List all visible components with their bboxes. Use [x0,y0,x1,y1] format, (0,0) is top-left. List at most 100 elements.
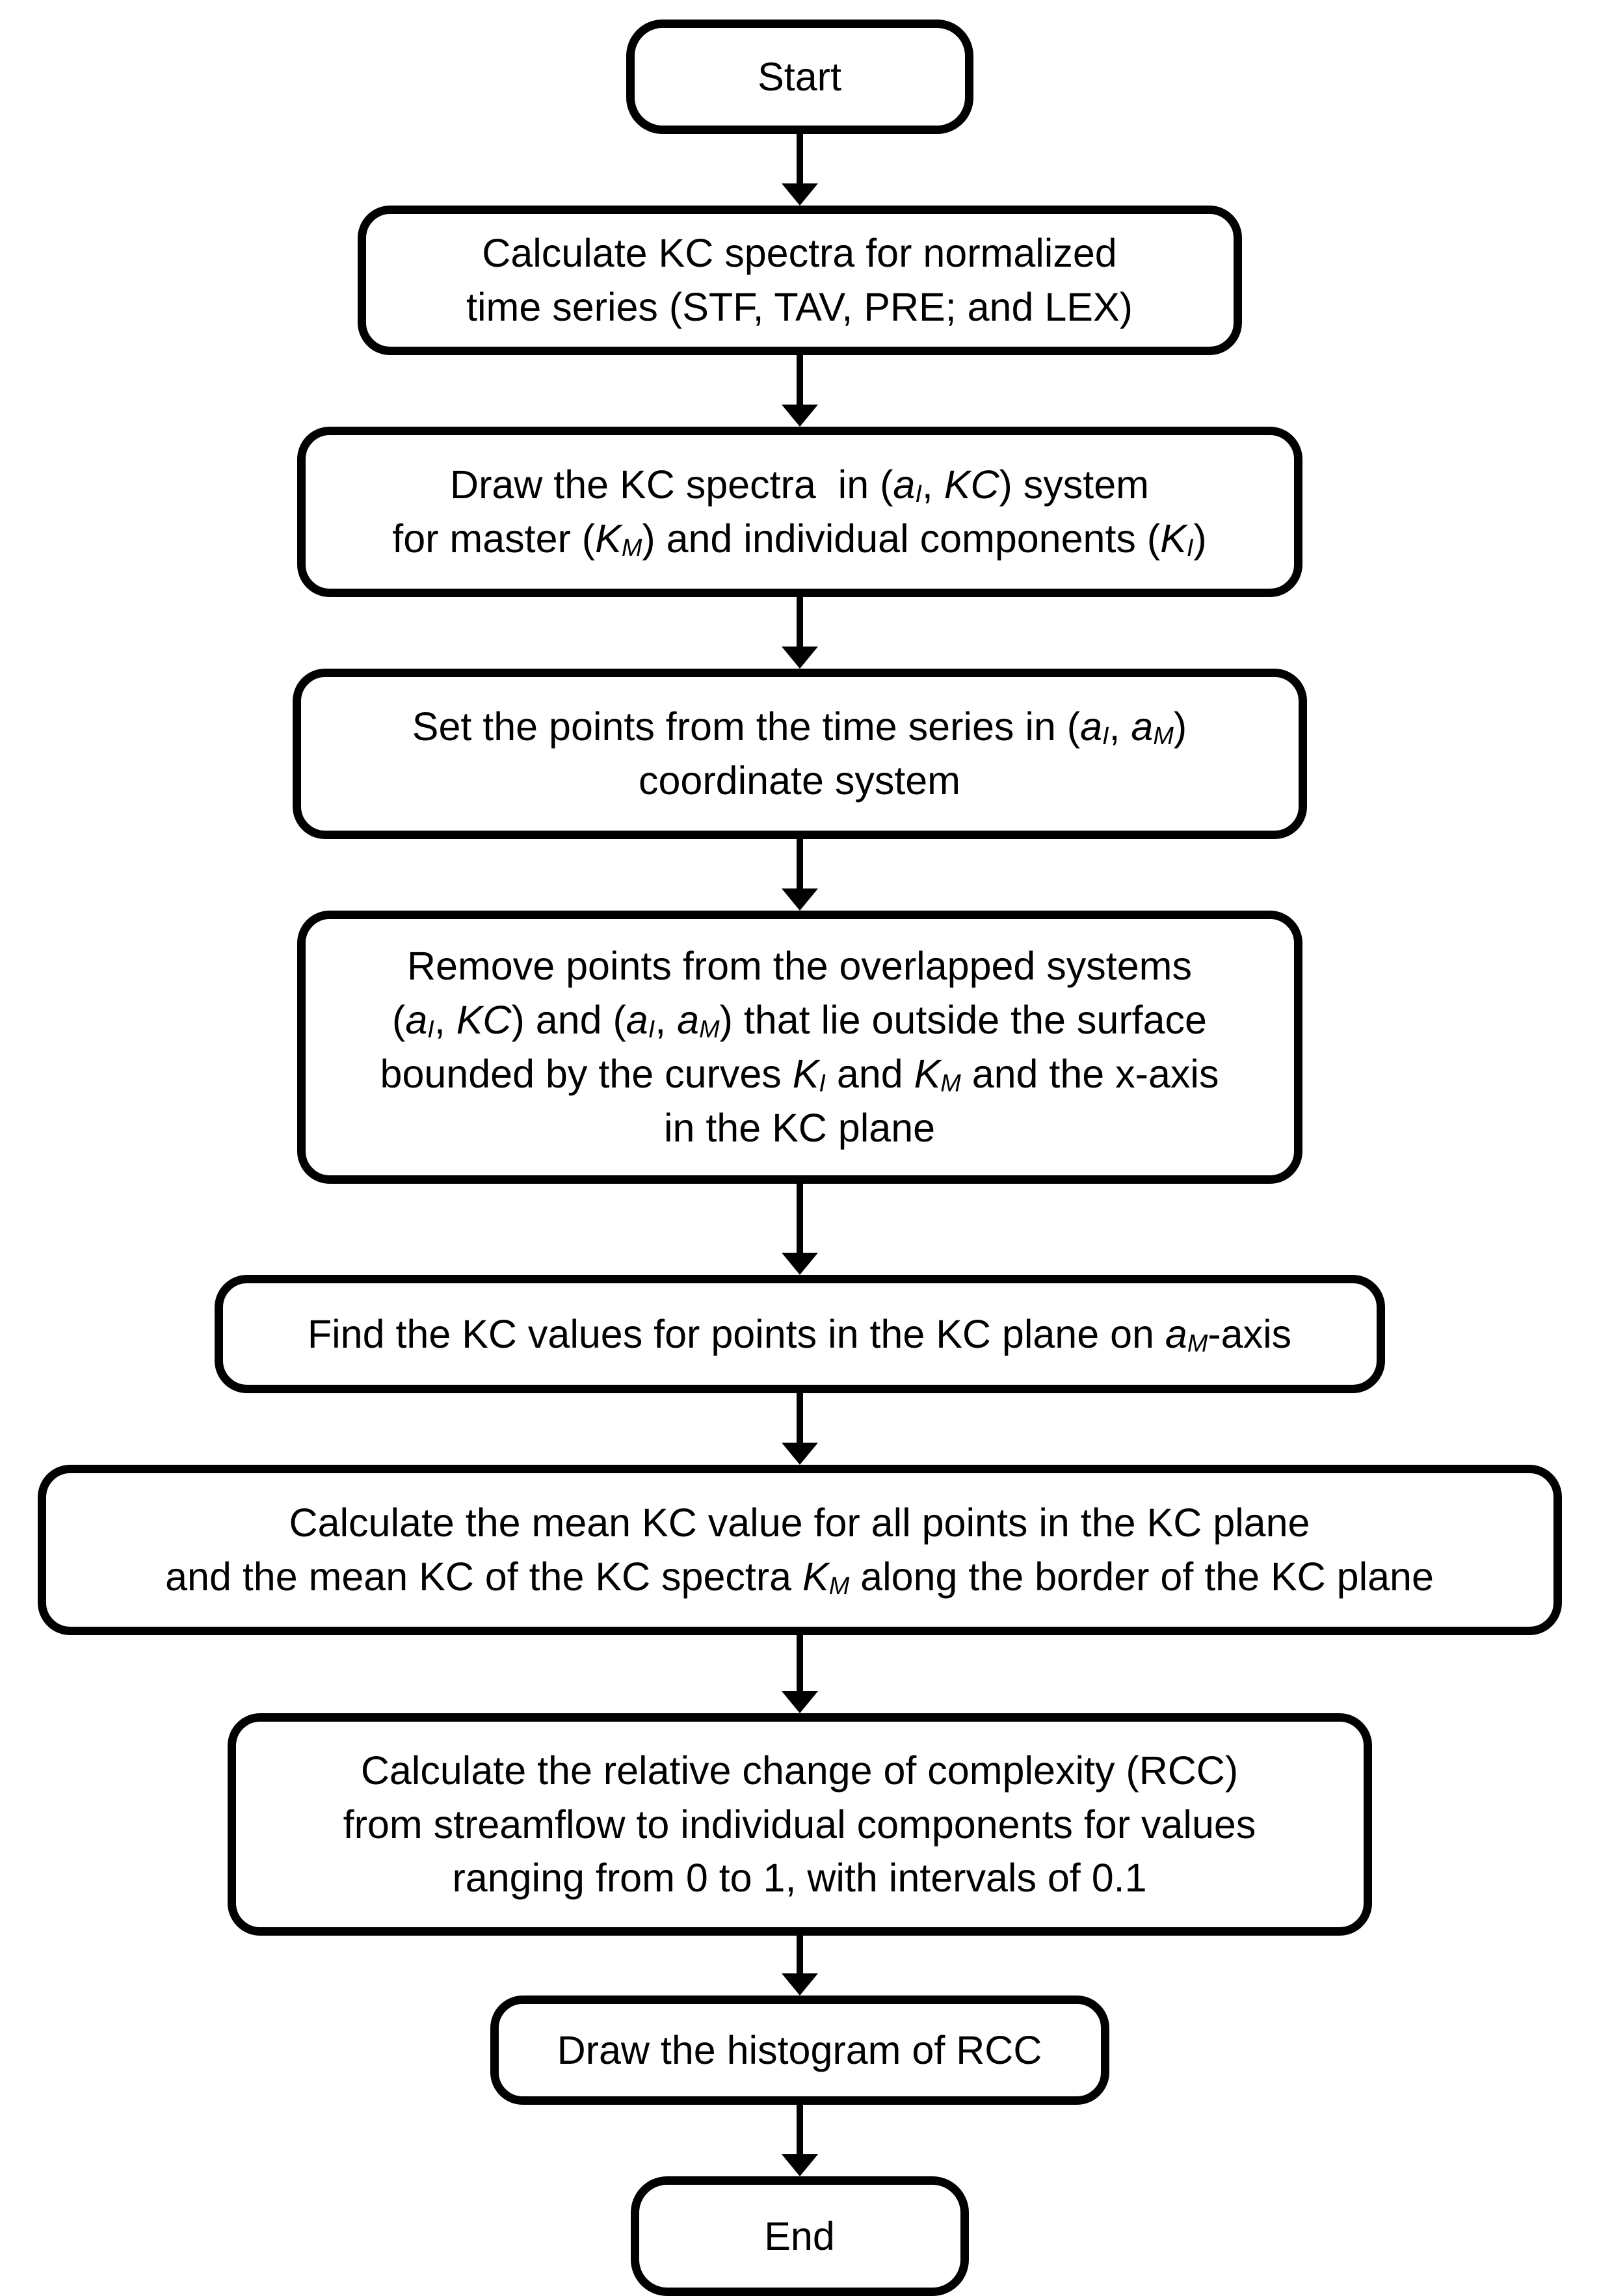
text-segment: Calculate the relative change of complex… [360,1748,1239,1793]
text-segment: ) [1173,704,1187,749]
node-end: End [630,2176,969,2296]
text-segment: K [792,1052,819,1096]
text-segment: a [1131,704,1154,749]
text-segment: and [825,1052,914,1096]
text-segment: K [595,516,622,561]
text-segment: KC [944,462,999,507]
arrow-head-icon [781,2154,818,2176]
text-line: Calculate the relative change of complex… [361,1744,1238,1798]
text-segment: a [405,998,428,1043]
text-line: Draw the KC spectra in (aI, KC) system [450,458,1149,512]
text-line: and the mean KC of the KC spectra KM alo… [165,1550,1434,1604]
text-line: from streamflow to individual components… [343,1798,1256,1852]
text-segment: ) and ( [511,998,626,1043]
arrow-stem [796,839,803,888]
text-segment: for master ( [392,516,596,561]
text-line: Draw the histogram of RCC [557,2023,1042,2077]
node-calculate-rcc: Calculate the relative change of complex… [227,1713,1372,1936]
text-line: Calculate the mean KC value for all poin… [289,1496,1310,1550]
flow-arrow [781,839,818,911]
text-line: Set the points from the time series in (… [412,700,1187,754]
text-segment: in the KC plane [663,1105,936,1150]
text-segment: Set the points from the time series in ( [412,704,1081,749]
flow-arrow [781,1393,818,1465]
text-segment: ) system [999,462,1149,507]
text-segment: M [699,1016,720,1044]
text-segment: I [819,1070,826,1098]
text-segment: I [915,481,922,509]
arrow-head-icon [781,1691,818,1713]
node-set-points: Set the points from the time series in (… [292,669,1307,839]
text-line: ranging from 0 to 1, with intervals of 0… [452,1851,1146,1905]
flow-arrow [781,2105,818,2176]
text-line: time series (STF, TAV, PRE; and LEX) [466,280,1133,334]
text-line: Remove points from the overlapped system… [407,939,1192,993]
text-line: Find the KC values for points in the KC … [308,1307,1291,1361]
text-line: bounded by the curves KI and KM and the … [380,1047,1219,1101]
text-line: (aI, KC) and (aI, aM) that lie outside t… [392,993,1207,1047]
flow-arrow [781,597,818,669]
text-segment: bounded by the curves [380,1052,793,1096]
text-segment: Draw the KC spectra in ( [450,462,893,507]
text-segment: Start [758,54,841,99]
text-segment: and the x-axis [960,1052,1219,1096]
arrow-head-icon [781,1973,818,1996]
text-line: Start [758,50,841,104]
text-segment: Find the KC values for points in the KC … [307,1311,1165,1356]
arrow-head-icon [781,405,818,427]
text-segment: time series (STF, TAV, PRE; and LEX) [466,285,1133,329]
text-segment: a [893,462,916,507]
text-segment: M [940,1070,961,1098]
text-segment: Calculate KC spectra for normalized [482,231,1117,276]
flow-arrow [781,1184,818,1275]
text-segment: KC [456,998,512,1043]
text-segment: End [764,2213,835,2258]
node-remove-points: Remove points from the overlapped system… [297,911,1302,1184]
text-segment: K [1160,516,1187,561]
arrow-stem [796,1635,803,1691]
text-segment: M [621,535,642,563]
text-segment: I [427,1016,434,1044]
text-line: Calculate KC spectra for normalized [482,226,1117,280]
text-segment: K [802,1555,829,1599]
text-segment: , [921,462,944,507]
arrow-stem [796,1184,803,1253]
text-segment: ranging from 0 to 1, with intervals of 0… [452,1856,1147,1901]
arrow-head-icon [781,183,818,206]
text-line: for master (KM) and individual component… [392,512,1206,566]
text-segment: , [1109,704,1131,749]
text-segment: -axis [1208,1311,1292,1356]
text-segment: along the border of the KC plane [849,1555,1434,1599]
arrow-head-icon [781,888,818,911]
node-start: Start [626,20,973,134]
text-segment: ) and individual components ( [642,516,1161,561]
text-line: coordinate system [639,754,960,808]
text-line: End [764,2209,835,2263]
text-segment: , [434,998,456,1043]
node-calculate-mean-kc: Calculate the mean KC value for all poin… [37,1465,1562,1635]
text-segment: and the mean KC of the KC spectra [165,1555,803,1599]
text-segment: I [1102,723,1109,751]
text-segment: I [648,1016,655,1044]
flow-arrow [781,355,818,427]
text-segment: ( [392,998,406,1043]
arrow-stem [796,355,803,405]
text-segment: K [914,1052,941,1096]
text-segment: a [1080,704,1102,749]
node-find-kc-values: Find the KC values for points in the KC … [214,1275,1385,1393]
text-segment: from streamflow to individual components… [343,1802,1256,1847]
arrow-stem [796,2105,803,2154]
text-segment: a [626,998,648,1043]
arrow-stem [796,1936,803,1973]
text-segment: Calculate the mean KC value for all poin… [289,1501,1310,1545]
text-segment: M [1187,1329,1208,1357]
flow-arrow [781,1635,818,1713]
text-segment: I [1186,535,1194,563]
flow-arrow [781,1936,818,1996]
arrow-stem [796,597,803,647]
arrow-head-icon [781,647,818,669]
node-draw-histogram: Draw the histogram of RCC [490,1996,1109,2105]
text-segment: a [1165,1311,1187,1356]
